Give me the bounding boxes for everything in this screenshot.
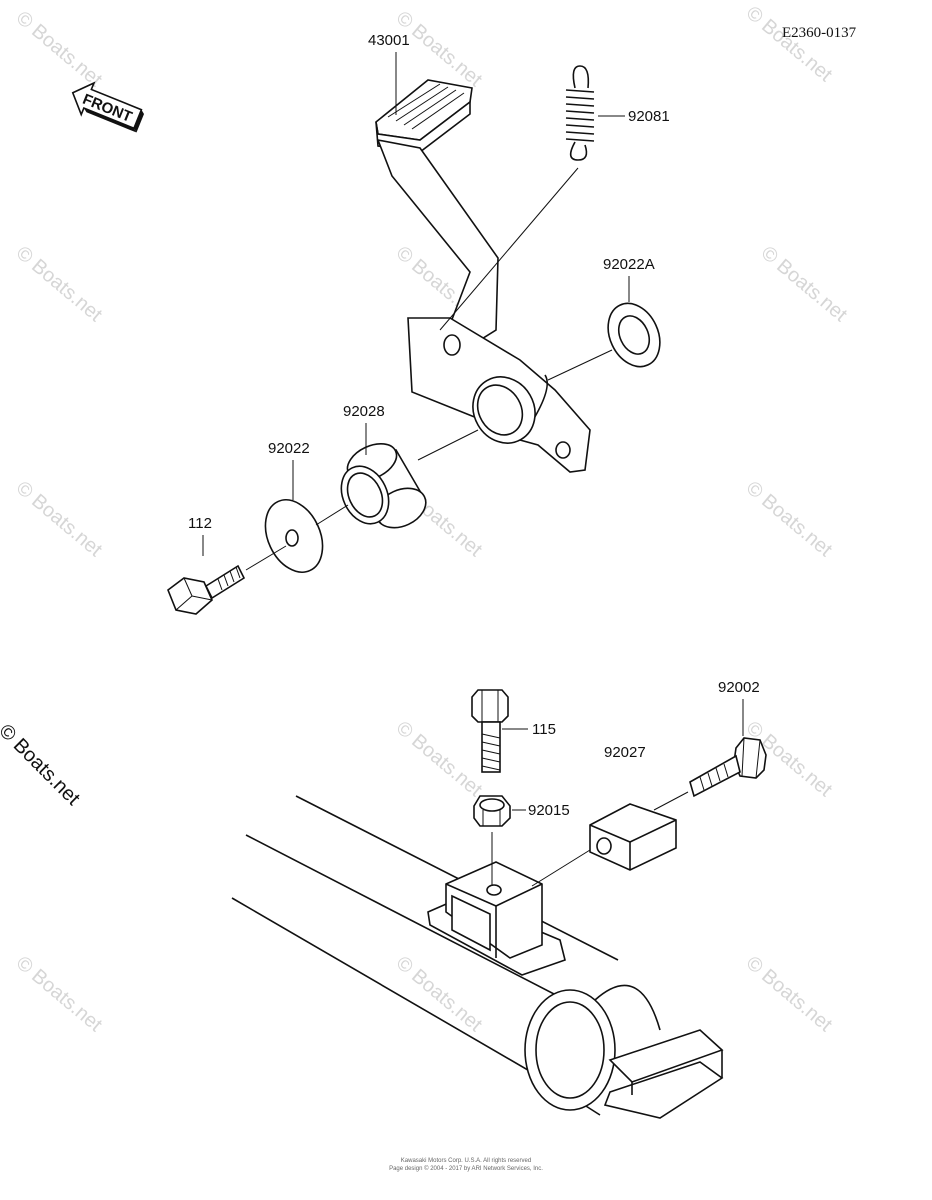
- part-label-92081: 92081: [628, 108, 670, 125]
- part-label-92022: 92022: [268, 440, 310, 457]
- bolt-112: [167, 564, 246, 615]
- part-label-92002: 92002: [718, 679, 760, 696]
- footer-line-1: Kawasaki Motors Corp. U.S.A. All rights …: [401, 1158, 531, 1164]
- frame-tube: [231, 795, 724, 1119]
- watermark: © Boats.net: [742, 2, 837, 86]
- nut-92015: [473, 795, 511, 827]
- part-label-43001: 43001: [368, 32, 410, 49]
- watermark: © Boats.net: [757, 242, 852, 326]
- diagram-id: E2360-0137: [782, 25, 857, 41]
- part-label-92015: 92015: [528, 802, 570, 819]
- watermark: © Boats.net: [12, 242, 107, 326]
- footer-line-2: Page design © 2004 - 2017 by ARI Network…: [389, 1165, 543, 1172]
- washer-92022a: [607, 302, 661, 368]
- bolt-115: [471, 689, 509, 773]
- frame-bracket: [427, 861, 566, 976]
- front-arrow-icon: [71, 81, 145, 133]
- brake-pedal: [375, 79, 591, 473]
- part-label-92027: 92027: [604, 744, 646, 761]
- washer-92022: [264, 499, 324, 573]
- watermark: © Boats.net: [742, 952, 837, 1036]
- watermark: © Boats.net: [12, 952, 107, 1036]
- watermark: © Boats.net: [12, 7, 107, 91]
- return-spring: [565, 65, 595, 161]
- watermark: © Boats.net: [392, 952, 487, 1036]
- part-label-92028: 92028: [343, 403, 385, 420]
- part-label-112: 112: [188, 515, 212, 532]
- collar-92028: [340, 443, 427, 529]
- bolt-92002: [689, 737, 767, 798]
- stopper-block-92027: [589, 803, 677, 871]
- watermark: © Boats.net: [392, 7, 487, 91]
- watermark-group: © Boats.net © Boats.net © Boats.net © Bo…: [12, 2, 852, 1036]
- part-label-115: 115: [532, 721, 556, 738]
- watermark: © Boats.net: [742, 477, 837, 561]
- watermark: © Boats.net: [392, 717, 487, 801]
- part-label-92022a: 92022A: [603, 256, 655, 273]
- watermark: © Boats.net: [12, 477, 107, 561]
